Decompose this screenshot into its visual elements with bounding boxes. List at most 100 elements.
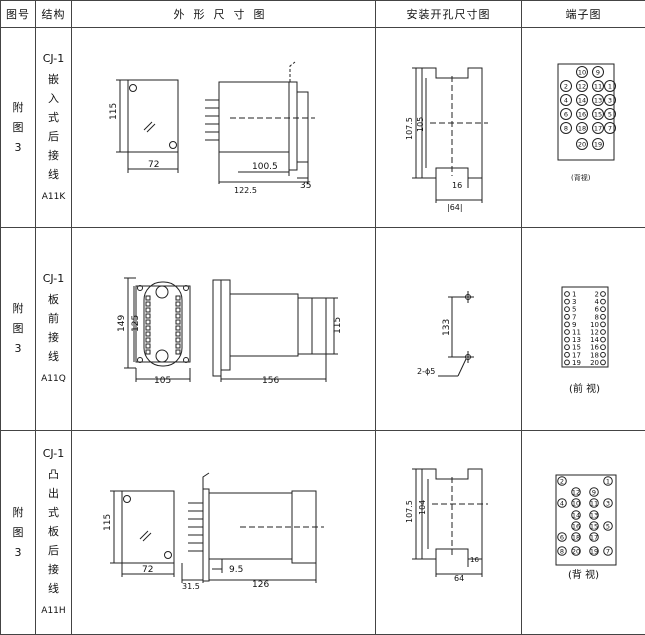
terminal-number: 9 — [592, 489, 596, 497]
terminal-number: 20 — [590, 359, 599, 367]
terminal-circle — [565, 314, 570, 319]
front-panel-side — [213, 280, 221, 376]
terminal-circle — [601, 352, 606, 357]
dim-depth: 126 — [252, 580, 269, 590]
outline-drawing: 115 72 100.5 35 122.5 — [72, 28, 376, 228]
mount-width: |64| — [447, 203, 463, 212]
mount-gap: 16 — [470, 556, 479, 564]
dim-height: 115 — [103, 514, 113, 531]
terminal-number: 7 — [606, 548, 610, 556]
terminal-pins — [188, 503, 203, 551]
terminal-number: 16 — [572, 523, 580, 531]
terminal-number: 20 — [578, 141, 586, 149]
mount-drawing: 133 2-ϕ5 — [376, 228, 522, 431]
terminal-number: 12 — [578, 83, 586, 91]
terminal-number: 1 — [606, 478, 610, 486]
relay-body-side — [230, 294, 298, 356]
terminal-number: 11 — [594, 83, 602, 91]
view-label: (背视) — [571, 173, 591, 182]
dim-outer: 149 — [117, 315, 127, 332]
view-label: (前 视) — [569, 382, 600, 395]
terminal-number: 3 — [608, 97, 612, 105]
terminal-circle — [601, 360, 606, 365]
pin — [176, 302, 180, 306]
terminal-circle — [601, 337, 606, 342]
outline-drawing: 115 72 9.5 31.5 126 — [72, 431, 376, 635]
terminal-number: 20 — [572, 548, 580, 556]
model-code: A11H — [36, 602, 71, 621]
mount-hole — [156, 350, 168, 362]
terminal-number: 19 — [594, 141, 602, 149]
fig-number: 附 图 3 — [1, 228, 36, 431]
panel-plate — [203, 489, 209, 581]
dim-depth: 156 — [262, 376, 279, 386]
pin — [176, 296, 180, 300]
relay-body — [209, 493, 292, 559]
terminal-number: 16 — [578, 111, 586, 119]
rear-cover — [297, 92, 308, 162]
terminal-number: 18 — [572, 534, 580, 542]
header-mounting: 安装开孔尺寸图 — [376, 1, 522, 28]
terminal-circle — [565, 322, 570, 327]
terminal-number: 15 — [590, 523, 598, 531]
terminal-number: 5 — [608, 111, 612, 119]
terminal-circle — [601, 299, 606, 304]
pin — [176, 320, 180, 324]
mount-drawing-a11k: 107.5 105 |64| 16 — [376, 28, 522, 227]
terminal-circle — [565, 292, 570, 297]
terminal-number: 13 — [590, 512, 598, 520]
terminal-circle — [565, 307, 570, 312]
mount-hole-spec: 2-ϕ5 — [417, 367, 435, 376]
terminal-circle — [565, 299, 570, 304]
terminal-number: 17 — [594, 125, 602, 133]
terminal-number: 4 — [560, 500, 564, 508]
mount-width: 64 — [454, 574, 464, 583]
pin — [176, 344, 180, 348]
mount-drawing: 107.5 104 16 64 — [376, 431, 522, 635]
dim-offset: 9.5 — [229, 565, 243, 575]
terminal-number: 8 — [564, 125, 568, 133]
terminal-circle — [565, 352, 570, 357]
model-code: A11Q — [36, 370, 71, 389]
header-terminal: 端子图 — [522, 1, 645, 28]
dim-total: 122.5 — [234, 186, 257, 195]
header-fig-no: 图号 — [1, 1, 36, 28]
terminal-number: 2 — [564, 83, 568, 91]
row-a11q: 附 图 3 CJ-1 板 前 接 线 A11Q 149 — [1, 228, 645, 431]
model-label: CJ-1 — [36, 49, 71, 68]
model-label: CJ-1 — [36, 444, 71, 463]
outline-drawing-a11q: 149 125 105 115 156 — [72, 228, 376, 430]
terminal-number: 12 — [572, 489, 580, 497]
dim-height: 115 — [109, 103, 119, 120]
terminal-number: 10 — [578, 69, 586, 77]
outline-drawing-a11k: 115 72 100.5 35 122.5 — [72, 28, 376, 227]
dim-width: 72 — [142, 565, 153, 575]
pin — [146, 338, 150, 342]
pin — [146, 344, 150, 348]
terminal-number: 8 — [560, 548, 564, 556]
terminal-number: 15 — [594, 111, 602, 119]
terminal-number: 10 — [572, 500, 580, 508]
terminal-circle — [601, 292, 606, 297]
terminal-circle — [565, 330, 570, 335]
dim-width: 72 — [148, 160, 159, 170]
fig-number: 附 图 3 — [1, 28, 36, 228]
mount-inner: 105 — [416, 117, 425, 132]
relay-body — [219, 82, 289, 152]
mount-pitch: 133 — [442, 319, 452, 336]
fig-number: 附 图 3 — [1, 431, 36, 635]
mount-drawing: 107.5 105 |64| 16 — [376, 28, 522, 228]
terminal-number: 5 — [606, 523, 610, 531]
pin — [176, 314, 180, 318]
row-a11h: 附 图 3 CJ-1 凸 出 式 板 后 接 线 A11H 115 — [1, 431, 645, 635]
terminal-number: 18 — [578, 125, 586, 133]
terminal-circle — [565, 337, 570, 342]
mount-inner: 104 — [418, 500, 427, 515]
terminal-circle — [601, 307, 606, 312]
terminal-circle — [601, 314, 606, 319]
dim-inner: 125 — [131, 315, 141, 332]
mount-drawing-a11h: 107.5 104 16 64 — [376, 431, 522, 634]
